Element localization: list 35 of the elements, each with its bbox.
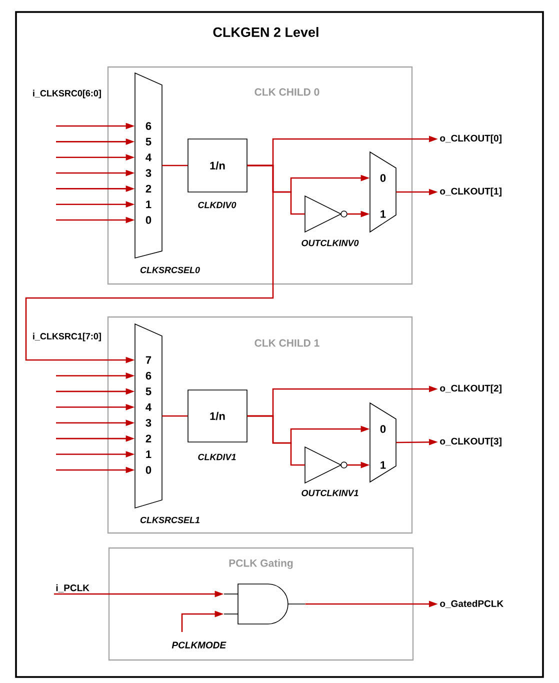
component-label: OUTCLKINV0 — [302, 240, 359, 246]
signal-label: o_GatedPCLK — [440, 600, 504, 608]
signal-line — [247, 415, 305, 466]
node-label: 2 — [146, 184, 152, 193]
node-label: 1 — [146, 450, 152, 458]
signal-line — [162, 164, 188, 166]
component-label: CLKSRCSEL1 — [140, 516, 200, 524]
node-label: 5 — [146, 138, 152, 146]
node-label: 5 — [146, 388, 152, 396]
node-label: 7 — [146, 356, 152, 364]
bus-label: i_CLKSRC1[7:0] — [33, 332, 101, 342]
signal-line — [162, 415, 188, 417]
diagram-title: CLKGEN 2 Level — [213, 27, 318, 37]
component-label: CLKDIV0 — [198, 202, 236, 208]
signal-label: o_CLKOUT[2] — [440, 384, 502, 394]
node-label: 2 — [146, 434, 152, 442]
signal-label: i_PCLK — [56, 584, 90, 592]
component-label: OUTCLKINV1 — [302, 490, 358, 496]
node-label: 3 — [146, 169, 152, 177]
node-label: 0 — [146, 466, 152, 474]
signal-label: o_CLKOUT[3] — [440, 438, 502, 446]
node-label: 6 — [146, 122, 152, 130]
component-label: CLKSRCSEL0 — [140, 266, 200, 274]
node-label: 1 — [146, 200, 152, 208]
node-label: 6 — [146, 372, 152, 380]
node-label: 0 — [146, 216, 152, 224]
bus-label: i_CLKSRC0[6:0] — [33, 90, 101, 98]
node-label: 4 — [146, 154, 152, 162]
signal-label: PCLKMODE — [172, 642, 226, 648]
node-label: 4 — [146, 403, 152, 411]
signal-label: o_CLKOUT[1] — [440, 188, 502, 196]
component-label: CLKDIV1 — [198, 454, 236, 460]
and-gate-symbol — [224, 584, 306, 624]
signal-label: o_CLKOUT[0] — [440, 134, 502, 144]
node-label: 3 — [146, 418, 152, 427]
